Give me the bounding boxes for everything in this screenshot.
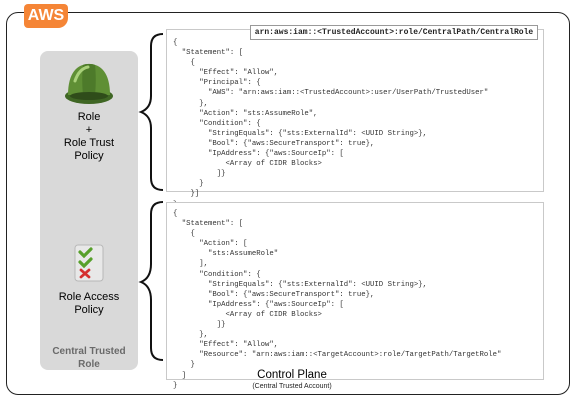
access-label-line-2: Policy — [74, 304, 104, 316]
role-label-line-2: + — [85, 124, 93, 136]
hard-hat-icon — [65, 63, 113, 104]
trust-policy-code: { "Statement": [ { "Effect": "Allow", "P… — [173, 39, 489, 209]
role-label-line-3: Role Trust — [63, 137, 115, 149]
control-plane-title: Control Plane — [257, 369, 327, 381]
access-policy-code: { "Statement": [ { "Action": [ "sts:Assu… — [173, 210, 502, 390]
central-role-panel: Role + Role Trust Policy Role Access Pol… — [40, 51, 138, 370]
trust-policy-box: { "Statement": [ { "Effect": "Allow", "P… — [166, 29, 544, 209]
central-role-arn: arn:aws:iam::<TrustedAccount>:role/Centr… — [250, 25, 538, 40]
aws-badge: AWS — [24, 4, 68, 28]
central-role-title-2: Role — [78, 359, 100, 370]
trust-policy-brace — [138, 33, 164, 191]
role-label-line-4: Policy — [74, 150, 104, 162]
role-label-line-1: Role — [77, 111, 101, 123]
checklist-icon — [74, 244, 104, 282]
control-plane-subtitle: (Central Trusted Account) — [252, 383, 332, 390]
account-frame — [6, 12, 570, 395]
access-label-line-1: Role Access — [58, 291, 120, 303]
access-policy-brace — [138, 201, 164, 361]
central-role-title-1: Central Trusted — [52, 346, 126, 357]
access-policy-box: { "Statement": [ { "Action": [ "sts:Assu… — [166, 202, 544, 390]
